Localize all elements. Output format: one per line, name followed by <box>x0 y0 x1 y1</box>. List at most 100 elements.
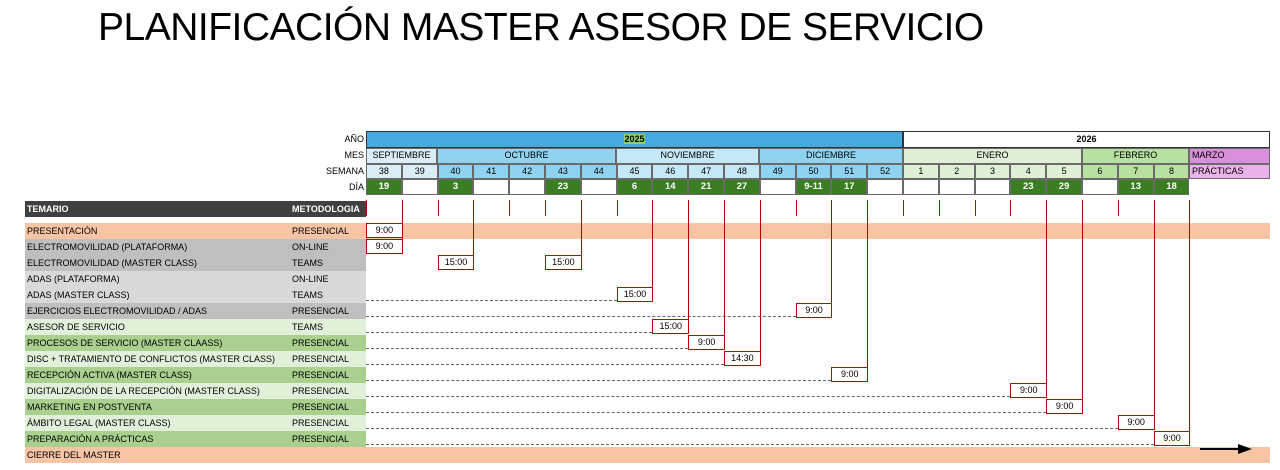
topic-method: PRESENCIAL <box>292 386 350 396</box>
day-cell: 14 <box>652 179 689 195</box>
month-octubre: OCTUBRE <box>437 148 616 164</box>
week-tick <box>1010 200 1012 216</box>
timeline-dash <box>366 428 1118 429</box>
schedule-connector <box>724 200 725 335</box>
table-row <box>25 239 366 255</box>
week-tick <box>437 200 439 216</box>
day-cell: 19 <box>366 179 402 195</box>
week-cell: 42 <box>509 164 545 179</box>
week-cell: 2 <box>938 164 975 179</box>
week-cell: 39 <box>401 164 438 179</box>
schedule-connector <box>652 200 654 287</box>
day-cell <box>759 179 796 195</box>
session-time: 9:00 <box>366 239 403 254</box>
timeline-dash <box>366 380 832 381</box>
topic-name: EJERCICIOS ELECTROMOVILIDAD / ADAS <box>27 306 208 316</box>
week-tick <box>1117 200 1119 216</box>
topic-method <box>290 448 364 462</box>
topic-name: MARKETING EN POSTVENTA <box>27 402 152 412</box>
day-row-label: DÍA <box>348 182 364 192</box>
table-row <box>25 415 366 431</box>
day-cell <box>903 179 939 195</box>
month-noviembre: NOVIEMBRE <box>616 148 759 164</box>
session-time: 9:00 <box>1153 431 1191 446</box>
month-marzo: MARZO <box>1189 148 1270 164</box>
week-cell: 3 <box>974 164 1011 179</box>
topic-name: CIERRE DEL MASTER <box>27 450 121 460</box>
topic-name: ELECTROMOVILIDAD (PLATAFORMA) <box>27 242 188 252</box>
arrow-right-icon <box>1238 444 1252 454</box>
table-row <box>25 271 366 287</box>
week-cell: 41 <box>473 164 510 179</box>
month-enero: ENERO <box>903 148 1082 164</box>
month-label: ENERO <box>976 150 1009 160</box>
schedule-connector <box>1153 200 1155 415</box>
table-row <box>25 255 366 271</box>
week-cell: 44 <box>580 164 617 179</box>
week-cell: 38 <box>366 164 402 179</box>
week-cell: 51 <box>831 164 868 179</box>
topic-name: ELECTROMOVILIDAD (MASTER CLASS) <box>27 258 198 268</box>
day-cell: 21 <box>688 179 724 195</box>
timeline-dash <box>366 332 653 333</box>
topic-name: PREPARACIÓN A PRÁCTICAS <box>27 434 154 444</box>
day-cell <box>509 179 545 195</box>
schedule-connector <box>688 200 690 319</box>
day-cell: 17 <box>831 179 868 195</box>
week-cell: 50 <box>795 164 832 179</box>
month-label: MARZO <box>1192 150 1225 160</box>
topic-method: ON-LINE <box>292 274 329 284</box>
week-cell: 43 <box>545 164 581 179</box>
week-cell: 52 <box>867 164 903 179</box>
session-time: 9:00 <box>688 335 725 350</box>
month-diciembre: DICIEMBRE <box>759 148 903 164</box>
topic-name: ADAS (MASTER CLASS) <box>27 290 130 300</box>
day-cell <box>1082 179 1118 195</box>
arrow-line <box>1200 448 1240 450</box>
month-label: FEBRERO <box>1113 150 1158 160</box>
topic-method: PRESENCIAL <box>292 418 350 428</box>
topic-name: RECEPCIÓN ACTIVA (MASTER CLASS) <box>27 370 192 380</box>
week-tick <box>616 200 618 216</box>
timeline-dash <box>366 348 689 349</box>
session-time: 9:00 <box>1046 399 1083 414</box>
day-cell: 3 <box>437 179 474 195</box>
topic-name: PROCESOS DE SERVICIO (MASTER CLAASS) <box>27 338 223 348</box>
session-time: 15:00 <box>437 255 475 270</box>
timeline-dash <box>366 316 796 317</box>
table-row <box>25 287 366 303</box>
table-row <box>25 383 366 399</box>
day-cell <box>473 179 510 195</box>
practicas-label: PRÁCTICAS <box>1192 166 1244 176</box>
table-row <box>25 367 366 383</box>
topic-name: DIGITALIZACIÓN DE LA RECEPCIÓN (MASTER C… <box>27 386 260 396</box>
week-tick <box>903 200 904 216</box>
session-time: 9:00 <box>831 367 869 382</box>
topic-method: PRESENCIAL <box>292 434 350 444</box>
session-time: 9:00 <box>1117 415 1155 430</box>
table-row <box>25 303 366 319</box>
schedule-connector <box>1082 200 1083 399</box>
schedule-connector <box>831 200 833 303</box>
schedule-connector <box>867 200 869 367</box>
week-cell: 4 <box>1010 164 1047 179</box>
month-label: OCTUBRE <box>504 150 549 160</box>
day-cell: 29 <box>1046 179 1082 195</box>
month-label: DICIEMBRE <box>805 150 856 160</box>
topic-name: ASESOR DE SERVICIO <box>27 322 125 332</box>
timeline-dash <box>366 364 724 365</box>
header-metodologia: METODOLOGIA <box>292 204 360 214</box>
topic-method: PRESENCIAL <box>292 402 350 412</box>
table-row <box>25 335 366 351</box>
session-time: 9:00 <box>795 303 833 318</box>
week-cell: 1 <box>903 164 939 179</box>
topic-method: PRESENCIAL <box>292 226 350 236</box>
month-septiembre: SEPTIEMBRE <box>366 148 437 164</box>
week-tick <box>938 200 940 216</box>
topic-name: DISC + TRATAMIENTO DE CONFLICTOS (MASTER… <box>27 354 275 364</box>
week-cell: 47 <box>688 164 724 179</box>
day-cell <box>401 179 438 195</box>
month-row-label: MES <box>344 150 364 160</box>
session-time: 15:00 <box>616 287 654 302</box>
day-cell <box>938 179 975 195</box>
